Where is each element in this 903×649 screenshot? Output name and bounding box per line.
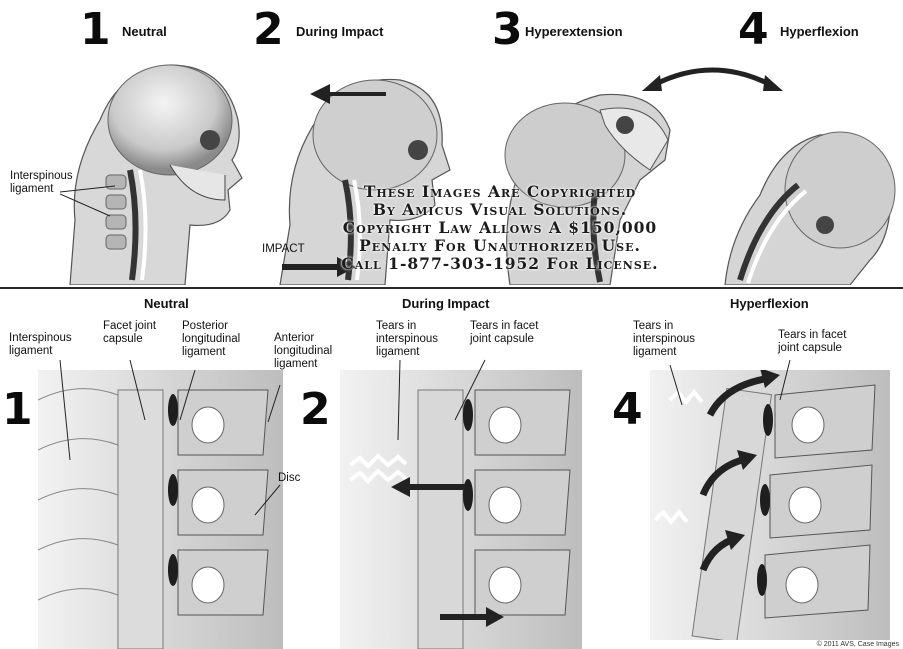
backward-arrow-icon [308,80,388,108]
panel-3-title: Hyperextension [525,24,623,39]
panel-4-title: Hyperflexion [780,24,859,39]
tears-interspinous-label-4: Tears in interspinous ligament [633,320,695,359]
neutral-pointer-lines [40,340,310,520]
copyright-notice: © 2011 AVS, Case Images [817,641,899,648]
tears-facet-capsule-label-4: Tears in facet joint capsule [778,329,846,355]
panel-2-title: During Impact [296,24,383,39]
watermark-line-2: By Amicus Visual Solutions. [270,201,730,219]
panel-1-title: Neutral [122,24,167,39]
bottom-neutral-title: Neutral [144,296,189,311]
bottom-panel-4-number: 4 [612,388,643,432]
bottom-impact-title: During Impact [402,296,489,311]
neutral-head-illustration [60,50,260,285]
watermark-line-3: Copyright Law Allows A $150,000 [270,219,730,237]
panel-2-number: 2 [253,8,284,52]
watermark-line-1: These Images Are Copyrighted [270,183,730,201]
impact-backward-arrow-icon [390,476,465,498]
hyperflexion-head-illustration [710,75,900,285]
section-divider [0,287,903,289]
copyright-watermark: These Images Are Copyrighted By Amicus V… [270,183,730,273]
panel-4-number: 4 [738,8,769,52]
interspinous-pointer-lines [60,180,120,220]
watermark-line-5: Call 1-877-303-1952 For License. [270,255,730,273]
watermark-line-4: Penalty For Unauthorized Use. [270,237,730,255]
hyperflexion-pointer-lines [660,355,810,415]
panel-1-number: 1 [80,8,111,52]
bottom-hyperflexion-title: Hyperflexion [730,296,809,311]
tears-facet-capsule-label: Tears in facet joint capsule [470,320,538,346]
bottom-panel-1-number: 1 [2,388,33,432]
panel-3-number: 3 [492,8,523,52]
impact-forward-arrow-icon [440,606,505,628]
impact-pointer-lines [390,345,510,445]
